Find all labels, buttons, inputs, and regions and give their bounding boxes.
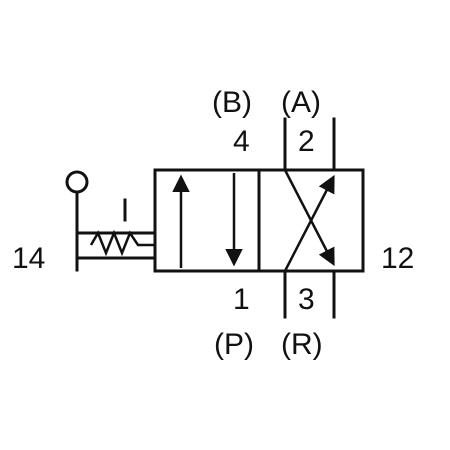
port-number-1: 1 — [233, 283, 250, 316]
port-label-12: 12 — [381, 242, 414, 275]
port-number-4: 4 — [233, 125, 250, 158]
spring-icon — [89, 229, 155, 257]
port-letter-a: (A) — [281, 86, 321, 119]
port-letter-r: (R) — [281, 328, 323, 361]
port-letter-p: (P) — [214, 328, 254, 361]
push-button-icon — [65, 170, 89, 194]
port-number-2: 2 — [298, 125, 315, 158]
flow-arrow-cross-1 — [283, 169, 335, 267]
flow-arrow-cross-2 — [283, 174, 335, 272]
port-number-3: 3 — [298, 283, 315, 316]
port-label-14: 14 — [12, 242, 45, 275]
port-letter-b: (B) — [212, 86, 252, 119]
